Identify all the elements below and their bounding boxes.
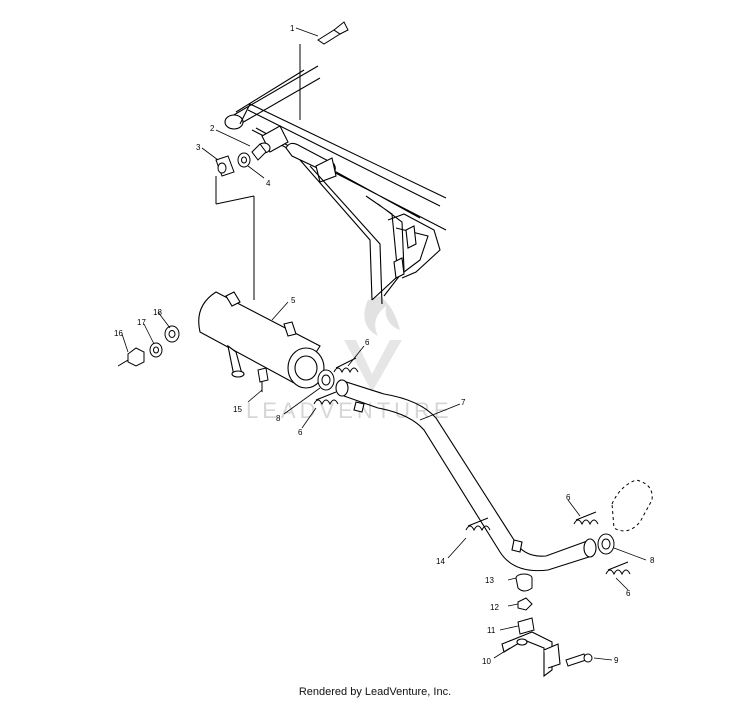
footer-credit: Rendered by LeadVenture, Inc. bbox=[298, 686, 452, 698]
spacer-part-11 bbox=[517, 617, 535, 635]
label-part-13: 13 bbox=[485, 576, 494, 585]
spring-clip-part-6b bbox=[313, 391, 339, 406]
label-part-6c: 6 bbox=[566, 493, 571, 502]
engine-port-outline bbox=[611, 479, 653, 532]
lockwasher-part-17 bbox=[149, 342, 163, 358]
label-part-17: 17 bbox=[137, 318, 146, 327]
muffler-part-5 bbox=[198, 291, 325, 389]
label-part-3: 3 bbox=[196, 143, 201, 152]
label-part-18: 18 bbox=[153, 308, 162, 317]
label-part-8b: 8 bbox=[650, 556, 655, 565]
label-part-11: 11 bbox=[487, 626, 496, 635]
grommet-part-3 bbox=[215, 155, 255, 300]
gasket-part-8b bbox=[597, 533, 615, 555]
nut-part-12 bbox=[517, 597, 533, 611]
spring-part-14 bbox=[465, 517, 491, 532]
label-part-15: 15 bbox=[233, 405, 242, 414]
washer-part-4 bbox=[237, 152, 251, 168]
bracket-part-10 bbox=[501, 631, 561, 678]
label-part-2: 2 bbox=[210, 124, 215, 133]
label-part-14: 14 bbox=[436, 557, 445, 566]
label-part-10: 10 bbox=[482, 657, 491, 666]
nut-part-16 bbox=[117, 347, 145, 367]
exhaust-pipe-part-7 bbox=[335, 379, 597, 572]
label-part-6d: 6 bbox=[626, 589, 631, 598]
bolt-part-9 bbox=[565, 653, 593, 667]
label-part-5: 5 bbox=[291, 296, 296, 305]
grommet-part-13 bbox=[515, 573, 533, 592]
label-part-12: 12 bbox=[490, 603, 499, 612]
spring-clip-part-6a bbox=[333, 357, 359, 374]
washer-part-18 bbox=[164, 325, 180, 343]
gasket-part-8a bbox=[317, 369, 335, 391]
label-part-6a: 6 bbox=[365, 338, 370, 347]
part-labels: 1 2 3 4 5 6 6 6 6 7 8 8 9 10 11 12 13 14… bbox=[114, 24, 655, 666]
label-part-1: 1 bbox=[290, 24, 295, 33]
label-part-6b: 6 bbox=[298, 428, 303, 437]
spring-clip-part-6d bbox=[605, 561, 631, 576]
label-part-8a: 8 bbox=[276, 414, 281, 423]
label-part-7: 7 bbox=[461, 398, 466, 407]
label-part-16: 16 bbox=[114, 329, 123, 338]
label-part-9: 9 bbox=[614, 656, 619, 665]
frame-assembly bbox=[224, 65, 447, 305]
watermark-text: LEADVENTURE bbox=[246, 398, 453, 423]
label-part-4: 4 bbox=[266, 179, 271, 188]
nut-part-2 bbox=[251, 142, 271, 161]
bolt-part-1 bbox=[299, 21, 349, 120]
leader-lines bbox=[121, 27, 647, 661]
bolt-part-15 bbox=[257, 367, 269, 392]
spring-clip-part-6c bbox=[573, 511, 599, 526]
